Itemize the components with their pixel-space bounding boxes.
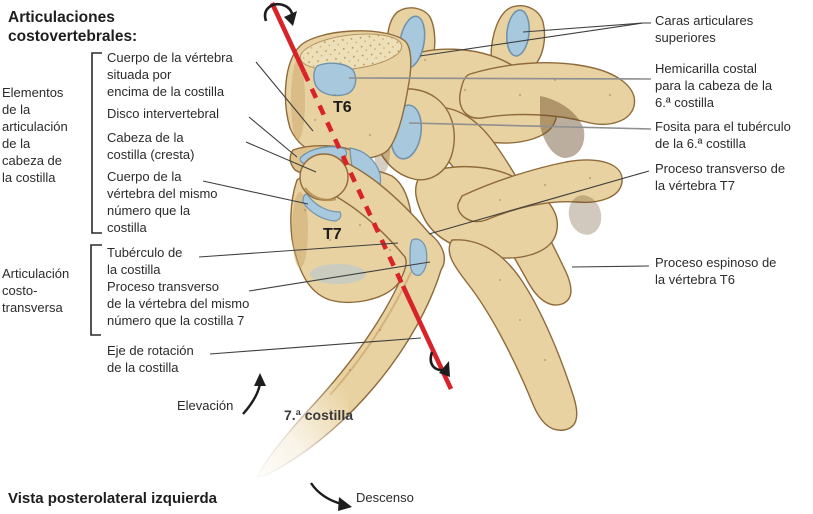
label-rib-head-crest: Cabeza de la costilla (cresta) — [107, 130, 195, 162]
label-seventh-rib: 7.ª costilla — [284, 407, 353, 423]
rotation-arrowhead-top — [284, 11, 297, 26]
rib-head-shade — [303, 187, 337, 202]
label-transverse-process-t7: Proceso transverso de la vértebra T7 — [655, 161, 786, 193]
label-transverse-process-same-number: Proceso transverso de la vértebra del mi… — [107, 279, 250, 328]
shadow-notch-t7 — [568, 195, 602, 235]
t7-transverse-process — [457, 159, 623, 223]
label-superior-articular-facets: Caras articulares superiores — [655, 13, 754, 45]
label-body-above-rib: Cuerpo de la vértebra situada por encima… — [107, 50, 233, 99]
rotation-arrowhead-bottom — [439, 361, 450, 377]
leader-lines — [198, 22, 652, 355]
descent-arrowhead — [338, 497, 352, 511]
label-rotation-axis: Eje de rotación de la costilla — [107, 343, 194, 375]
label-descent: Descenso — [356, 490, 414, 505]
superior-articular-facet-right — [505, 9, 531, 57]
vertebra-label-t7: T7 — [323, 226, 342, 243]
t6-body-top-speckled-surface — [299, 33, 403, 71]
figure-title: Articulaciones costovertebrales: — [8, 9, 138, 45]
bracket-costotransverse-group — [90, 244, 102, 336]
t7-body-edge-shade — [292, 192, 308, 268]
rib-tubercle-facet — [409, 238, 428, 276]
label-spinous-process-t6: Proceso espinoso de la vértebra T6 — [655, 255, 777, 287]
label-body-same-number: Cuerpo de la vértebra del mismo número q… — [107, 169, 218, 235]
label-intervertebral-disc: Disco intervertebral — [107, 106, 219, 121]
bracket-head-joint-group — [91, 52, 102, 234]
rib-head-cartilage-lower — [302, 193, 342, 222]
view-caption: Vista posterolateral izquierda — [8, 490, 217, 507]
rotation-arrow-top — [263, 3, 294, 22]
label-costal-hemifacet: Hemicarilla costal para la cabeza de la … — [655, 61, 773, 110]
label-rib-tubercle: Tubérculo de la costilla — [107, 245, 183, 277]
t6-body-edge-shade — [291, 60, 305, 140]
vertebra-label-t6: T6 — [333, 99, 352, 116]
group-label-head-joint: Elementos de la articulación de la cabez… — [2, 85, 68, 185]
t7-spinous-process — [448, 239, 578, 431]
label-tubercle-fossa: Fosita para el tubérculo de la 6.ª costi… — [655, 119, 791, 151]
group-label-costotransverse: Articulación costo- transversa — [2, 266, 70, 315]
rib-fadeout — [218, 384, 348, 509]
rib-head — [299, 153, 349, 201]
hemicarilla-facet — [313, 62, 357, 97]
elevation-arrowhead — [254, 373, 266, 386]
elevation-arrow — [242, 383, 262, 415]
label-elevation: Elevación — [177, 398, 234, 413]
